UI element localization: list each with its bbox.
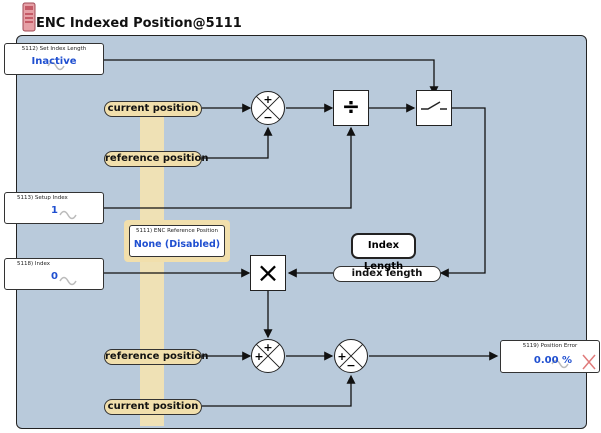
index-caption: 5118) Index xyxy=(17,261,51,267)
sum-node-4: + − xyxy=(334,339,368,373)
setup-index-value: 1 xyxy=(51,205,58,216)
device-icon xyxy=(22,2,36,32)
set-index-length-param[interactable]: 5112) Set Index Length Inactive xyxy=(4,43,104,75)
sine-wave-icon xyxy=(47,61,65,71)
svg-text:+: + xyxy=(337,350,346,363)
page-title: ENC Indexed Position@5111 xyxy=(36,16,242,31)
index-value: 0 xyxy=(51,271,58,282)
current-position-top: current position xyxy=(104,101,202,117)
sine-wave-icon xyxy=(59,210,77,220)
setup-index-caption: 5113) Setup Index xyxy=(17,195,68,201)
divide-symbol: ÷ xyxy=(341,95,361,120)
sum-node-1: + − xyxy=(251,91,285,125)
divide-block: ÷ xyxy=(333,90,369,126)
current-position-bottom: current position xyxy=(104,399,202,415)
sine-wave-icon xyxy=(59,276,77,286)
close-icon[interactable] xyxy=(581,353,597,371)
position-error-param[interactable]: 5119) Position Error 0.00 % xyxy=(500,340,600,373)
set-index-length-value: Inactive xyxy=(31,56,77,67)
switch-icon xyxy=(421,101,447,110)
enc-reference-position-param[interactable]: 5111) ENC Reference Position None (Disab… xyxy=(129,225,225,257)
svg-text:+: + xyxy=(254,350,263,363)
enc-reference-value: None (Disabled) xyxy=(133,239,221,250)
index-param[interactable]: 5118) Index 0 xyxy=(4,258,104,290)
svg-text:+: + xyxy=(263,341,272,354)
reference-position-top: reference position xyxy=(104,151,208,167)
svg-text:+: + xyxy=(263,93,272,106)
index-length-signal: index length xyxy=(333,266,441,282)
multiply-symbol: × xyxy=(256,256,280,289)
setup-index-param[interactable]: 5113) Setup Index 1 xyxy=(4,192,104,224)
svg-text:−: − xyxy=(263,111,272,124)
position-error-caption: 5119) Position Error xyxy=(522,343,578,349)
multiply-block: × xyxy=(250,255,286,291)
svg-text:−: − xyxy=(346,359,355,372)
sine-wave-icon xyxy=(551,359,569,369)
index-length-block: Index Length xyxy=(351,233,416,272)
position-error-value: 0.00 % xyxy=(533,355,573,366)
enc-reference-caption: 5111) ENC Reference Position xyxy=(136,228,218,234)
switch-block xyxy=(416,90,452,126)
set-index-length-caption: 5112) Set Index Length xyxy=(21,46,87,52)
reference-position-bottom: reference position xyxy=(104,349,208,365)
sum-node-3: + + xyxy=(251,339,285,373)
